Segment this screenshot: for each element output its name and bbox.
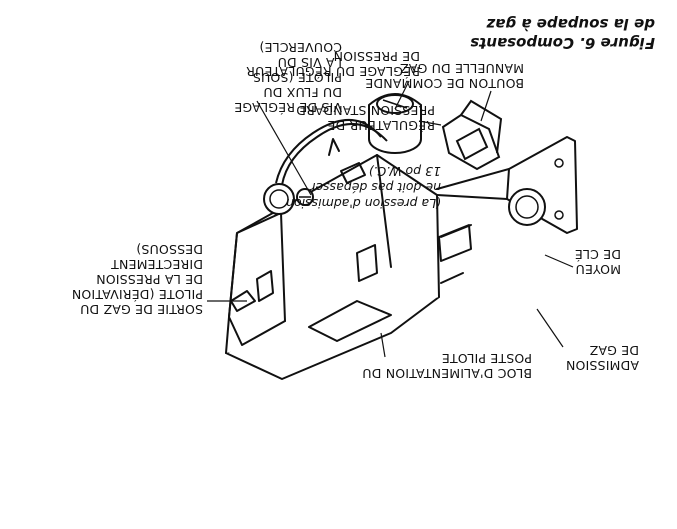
label-moyeu-cle: MOYEU DE CLÉ (574, 247, 621, 277)
label-sortie-gaz: SORTIE DE GAZ DU PILOTE (DÉRIVATION DE L… (71, 242, 203, 317)
valve-end-block (228, 212, 286, 346)
leader-bouton (480, 90, 492, 122)
regulator-cap (368, 93, 422, 154)
pilot-tube (275, 119, 388, 186)
leader-admission (536, 308, 564, 348)
leader-reglage (394, 80, 410, 110)
label-bloc-alimentation: BLOC D'ALIMENTATION DU POSTE PILOTE (362, 351, 532, 381)
control-knob (441, 99, 503, 171)
inlet-opening (508, 188, 546, 226)
label-admission-gaz: ADMISSION DE GAZ (565, 343, 639, 373)
key-hub (356, 244, 378, 282)
leader-moyeu (544, 254, 574, 268)
leader-vis (256, 100, 312, 196)
leader-regulateur (418, 120, 442, 126)
label-note-pression: (La pression d'admission ne doit pas dép… (286, 164, 441, 211)
pilot-supply-fitting (263, 183, 295, 215)
leader-bloc (380, 332, 386, 358)
figure-title: Figure 6. Composants de la soupape à gaz (470, 15, 655, 52)
label-vis-reglage: VIS DE RÉGLAGE DU FLUX DU PILOTE (SOUS L… (234, 40, 342, 115)
